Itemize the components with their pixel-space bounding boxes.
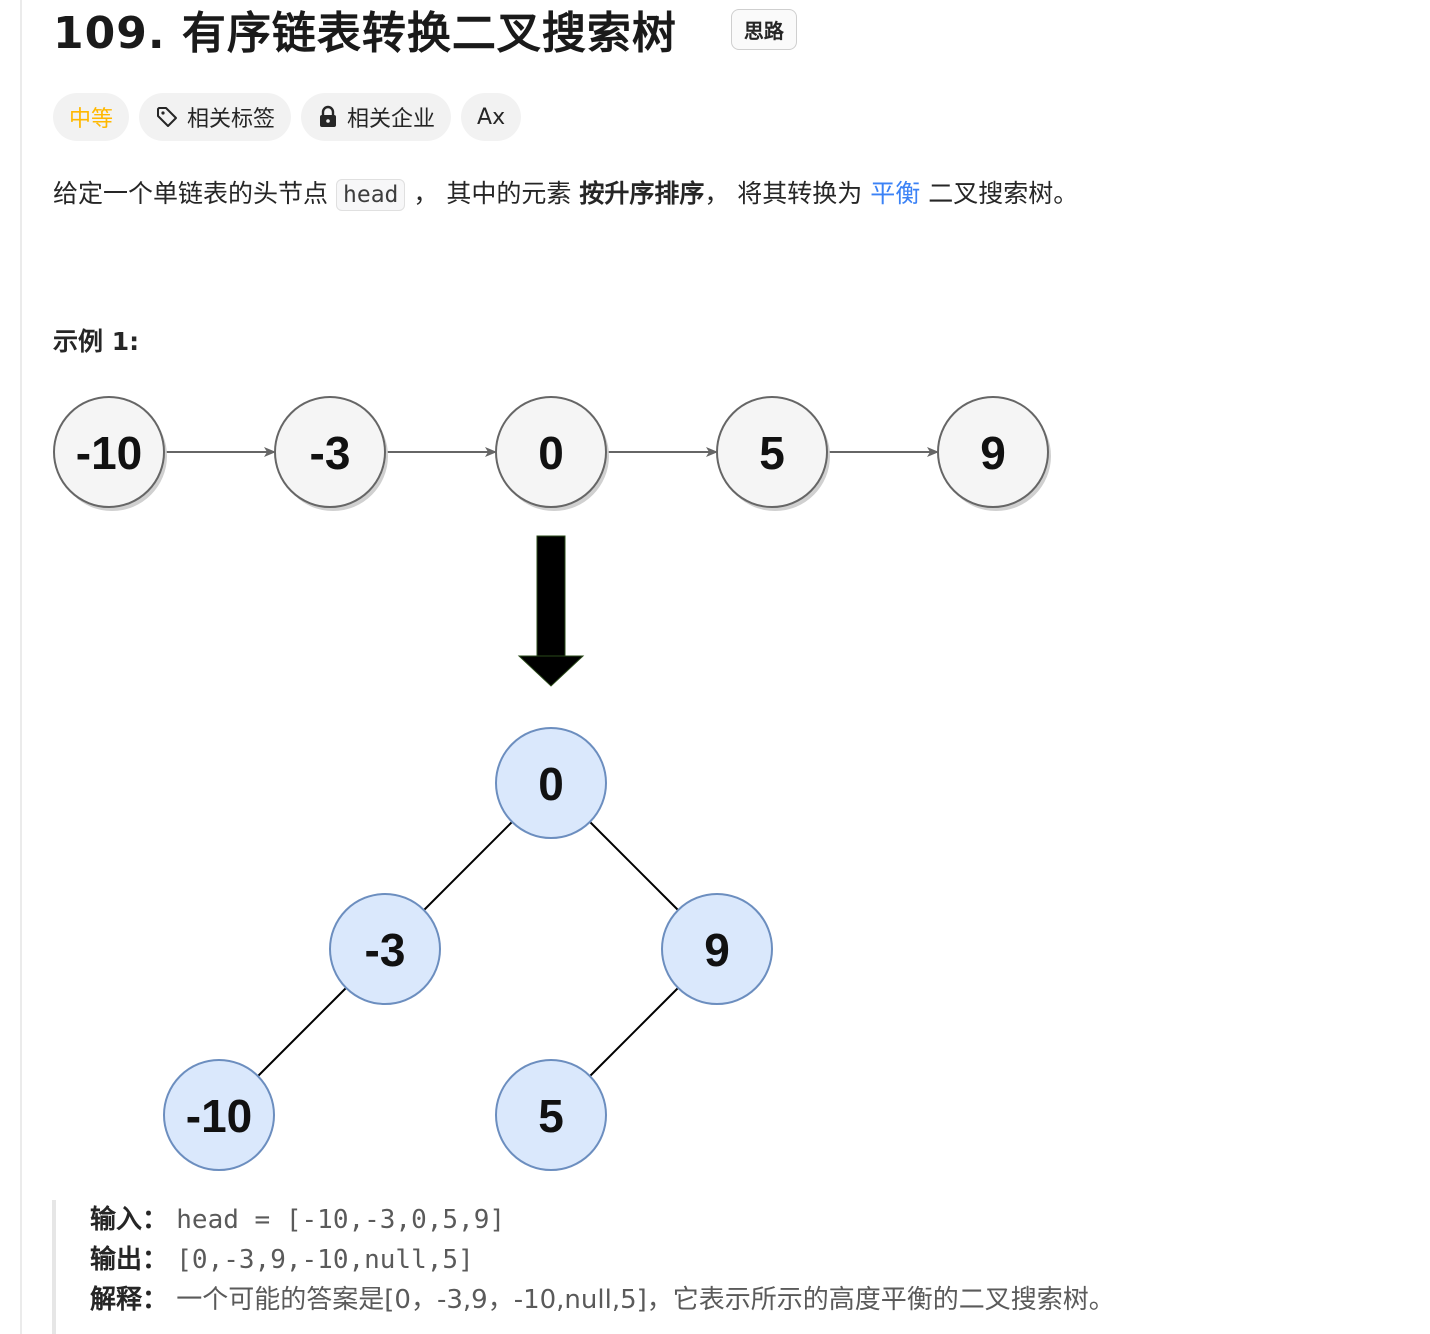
tree-node-circle — [495, 1059, 607, 1171]
code-head: head — [336, 179, 406, 211]
list-node-label: 5 — [759, 427, 785, 479]
tree-node-label: 9 — [704, 924, 730, 976]
desc-text-2: ， 其中的元素 — [413, 179, 580, 208]
tree-edge — [589, 821, 679, 911]
tree-node-label: -10 — [186, 1090, 252, 1142]
related-topics-button[interactable]: 相关标签 — [139, 93, 292, 141]
lock-icon — [317, 105, 339, 129]
desc-bold: 按升序排序 — [579, 179, 705, 208]
binary-tree: 0 -3 9 -10 5 — [163, 727, 773, 1171]
example-io: 输入： head = [-10,-3,0,5,9] 输出： [0,-3,9,-1… — [52, 1200, 1302, 1334]
output-line: 输出： [0,-3,9,-10,null,5] — [90, 1240, 1302, 1280]
problem-title: 109. 有序链表转换二叉搜索树 — [53, 8, 677, 59]
tree-node-circle — [329, 893, 441, 1005]
difficulty-tag[interactable]: 中等 — [53, 93, 130, 141]
input-line: 输入： head = [-10,-3,0,5,9] — [90, 1200, 1302, 1240]
tree-node: 5 — [495, 1059, 607, 1171]
tree-node-circle — [163, 1059, 275, 1171]
input-value: head = [-10,-3,0,5,9] — [176, 1205, 506, 1235]
desc-text-3: ， 将其转换为 — [704, 179, 871, 208]
explain-label: 解释： — [90, 1285, 169, 1315]
list-node: 5 — [716, 396, 830, 511]
related-topics-label: 相关标签 — [187, 107, 276, 132]
example-title: 示例 1: — [53, 327, 140, 356]
tree-edge — [589, 987, 679, 1077]
hint-badge[interactable]: 思路 — [730, 8, 797, 50]
list-node: 9 — [937, 396, 1051, 511]
tag-icon — [155, 105, 179, 129]
tree-node: 0 — [495, 727, 607, 839]
list-node: -10 — [53, 396, 167, 511]
difficulty-label: 中等 — [69, 107, 114, 132]
tree-node-label: -3 — [365, 924, 406, 976]
list-node-circle — [716, 396, 828, 508]
desc-text-4: 二叉搜索树。 — [920, 179, 1079, 208]
linked-list: -10 -3 0 5 9 — [53, 396, 1051, 511]
list-node-circle — [53, 396, 165, 508]
translate-button[interactable]: Ax — [461, 93, 522, 141]
tree-node: -3 — [329, 893, 441, 1005]
tree-node-circle — [661, 893, 773, 1005]
list-node-circle — [274, 396, 386, 508]
tree-node-circle — [495, 727, 607, 839]
list-node-circle — [495, 396, 607, 508]
input-label: 输入： — [90, 1205, 169, 1235]
tag-row: 中等 相关标签 相关企业 Ax — [53, 93, 522, 141]
tree-node-label: 0 — [538, 758, 564, 810]
list-node: 0 — [495, 396, 609, 511]
tree-edge — [423, 821, 513, 911]
balanced-link[interactable]: 平衡 — [870, 179, 921, 208]
output-label: 输出： — [90, 1245, 169, 1275]
title-row: 109. 有序链表转换二叉搜索树 思路 — [53, 0, 797, 59]
list-node-label: -10 — [76, 427, 142, 479]
list-node-circle — [937, 396, 1049, 508]
list-node-label: 9 — [980, 427, 1006, 479]
tree-edge — [257, 987, 347, 1077]
related-companies-button[interactable]: 相关企业 — [301, 93, 452, 141]
output-value: [0,-3,9,-10,null,5] — [176, 1245, 474, 1275]
tree-node: 9 — [661, 893, 773, 1005]
tree-node-label: 5 — [538, 1090, 564, 1142]
explain-line: 解释： 一个可能的答案是[0，-3,9，-10,null,5]，它表示所示的高度… — [90, 1280, 1302, 1320]
list-node-label: -3 — [310, 427, 351, 479]
down-arrow — [517, 535, 585, 687]
related-companies-label: 相关企业 — [347, 107, 436, 132]
tree-node: -10 — [163, 1059, 275, 1171]
explain-text: 一个可能的答案是[0，-3,9，-10,null,5]，它表示所示的高度平衡的二… — [176, 1285, 1115, 1315]
example-diagram: -10 -3 0 5 9 0 -3 9 -10 5 — [53, 396, 1051, 1171]
desc-text-1: 给定一个单链表的头节点 — [53, 179, 329, 208]
translate-icon: Ax — [477, 104, 506, 130]
list-node-label: 0 — [538, 427, 564, 479]
list-node: -3 — [274, 396, 388, 511]
left-divider — [20, 0, 22, 1334]
